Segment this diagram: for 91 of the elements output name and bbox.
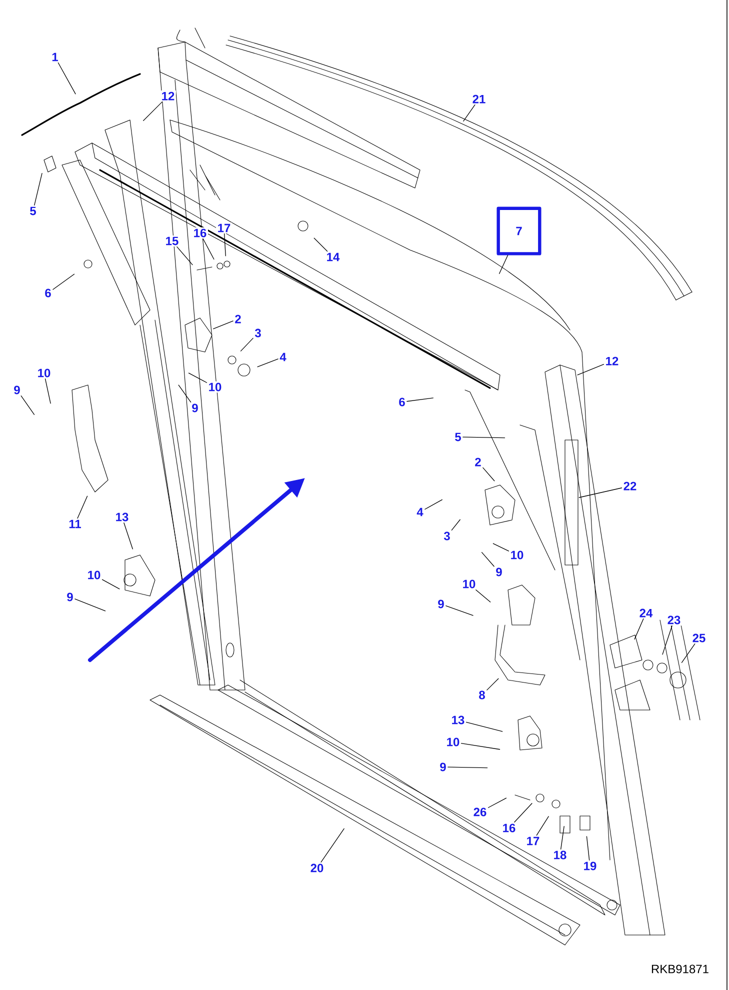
callout-number: 21	[470, 94, 487, 105]
callout-number: 24	[638, 607, 654, 619]
callout-number: 10	[508, 549, 525, 561]
leader-line	[424, 499, 442, 510]
callout-number: 25	[690, 632, 707, 644]
callout-number: 9	[65, 591, 75, 603]
callout-number: 20	[309, 862, 325, 874]
callout-number: 9	[494, 566, 504, 578]
leader-line	[486, 678, 499, 690]
leader-line	[488, 798, 507, 808]
leader-line	[44, 378, 51, 404]
leader-line	[188, 372, 208, 383]
leader-line	[124, 522, 133, 550]
leader-line	[466, 722, 503, 732]
leader-line	[476, 590, 491, 602]
callout-number: 10	[86, 569, 102, 581]
leader-line	[481, 552, 494, 567]
leader-line	[314, 238, 328, 252]
callout-number: 9	[190, 402, 200, 414]
callout-number: 4	[415, 506, 425, 518]
leader-line	[178, 384, 192, 402]
callout-number: 10	[207, 381, 223, 393]
leader-line	[406, 398, 434, 402]
drawing-number: RKB91871	[652, 964, 708, 974]
leader-line	[662, 626, 672, 655]
leader-line	[446, 605, 474, 616]
leader-line	[224, 233, 226, 256]
callout-number: 2	[233, 314, 243, 325]
callout-number: 26	[472, 806, 488, 818]
callout-number: 17	[216, 222, 232, 234]
leader-line	[448, 766, 488, 768]
leader-line	[560, 826, 564, 850]
leader-line	[58, 62, 76, 94]
callout-number: 17	[524, 836, 541, 846]
callout-number: 5	[453, 432, 463, 443]
leader-line	[20, 396, 35, 415]
callout-number: 6	[43, 287, 53, 299]
leader-line	[482, 467, 495, 482]
leader-line	[143, 101, 163, 121]
leader-line	[240, 338, 254, 352]
leader-line	[202, 238, 214, 260]
callout-number: 13	[114, 511, 130, 523]
callout-number: 2	[473, 456, 483, 468]
callout-number: 19	[582, 860, 598, 872]
leader-line	[460, 742, 500, 750]
callout-number: 15	[164, 236, 180, 247]
callout-number: 9	[12, 384, 22, 396]
leader-line	[514, 803, 532, 822]
callout-number: 10	[445, 736, 461, 748]
leader-line	[77, 496, 88, 519]
callout-number: 18	[552, 849, 568, 861]
leader-line	[257, 358, 278, 368]
callout-number: 12	[604, 356, 620, 367]
callout-number: 12	[160, 90, 176, 102]
callout-number: 9	[438, 761, 448, 773]
callout-number: 23	[666, 614, 682, 626]
callout-number: 10	[36, 367, 52, 379]
leader-line	[578, 488, 622, 498]
leader-line	[536, 816, 549, 836]
callout-number: 10	[460, 578, 477, 590]
callout-number: 22	[622, 480, 638, 492]
leader-line	[586, 836, 590, 860]
leader-line	[34, 172, 42, 206]
leader-line	[492, 543, 510, 552]
leader-line	[577, 364, 604, 376]
leader-line	[634, 618, 644, 640]
leader-line	[681, 644, 696, 663]
callout-number: 16	[192, 227, 208, 239]
callout-number: 8	[477, 689, 487, 701]
callout-number: 9	[436, 598, 446, 610]
leader-line	[102, 579, 120, 590]
callout-number: 5	[28, 206, 38, 217]
leader-line	[498, 254, 508, 274]
callout-number: 6	[397, 396, 407, 408]
leader-line	[74, 598, 106, 612]
callout-number: 11	[67, 518, 83, 530]
callout-number: 13	[450, 714, 466, 726]
callout-number: 4	[278, 352, 288, 362]
leader-line	[176, 246, 193, 266]
leader-line	[52, 274, 75, 290]
callout-box: 7	[496, 206, 542, 256]
leader-line	[213, 320, 234, 330]
callout-number: 16	[500, 822, 517, 834]
callout-number: 14	[324, 252, 341, 262]
callout-number: 1	[50, 52, 60, 62]
leader-line	[451, 519, 460, 530]
leader-line	[462, 436, 506, 438]
leader-line	[463, 104, 476, 122]
callout-number: 3	[253, 327, 263, 339]
leader-line	[320, 828, 344, 862]
callout-number: 3	[442, 530, 452, 542]
